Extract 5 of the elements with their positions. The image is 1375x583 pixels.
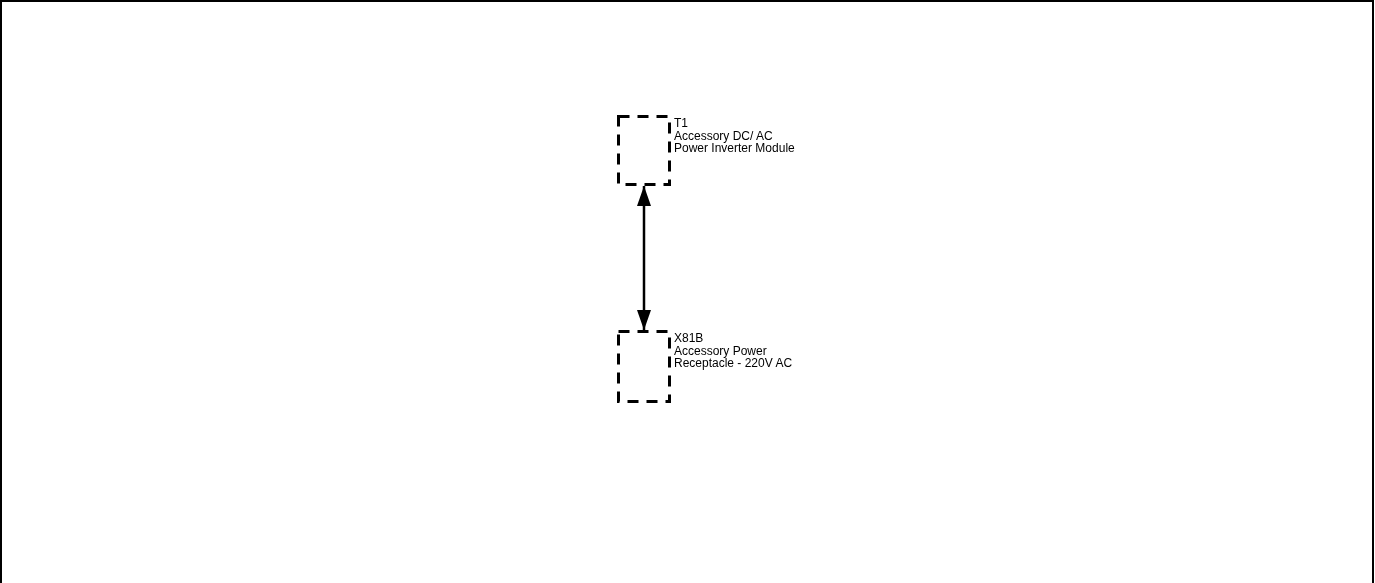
component-name: Accessory Power Receptacle - 220V AC xyxy=(674,344,794,370)
double-headed-arrow xyxy=(637,186,651,330)
component-id: T1 xyxy=(674,117,689,130)
component-name: Accessory DC/ AC Power Inverter Module xyxy=(674,129,796,155)
component-id: X81B xyxy=(674,332,705,345)
